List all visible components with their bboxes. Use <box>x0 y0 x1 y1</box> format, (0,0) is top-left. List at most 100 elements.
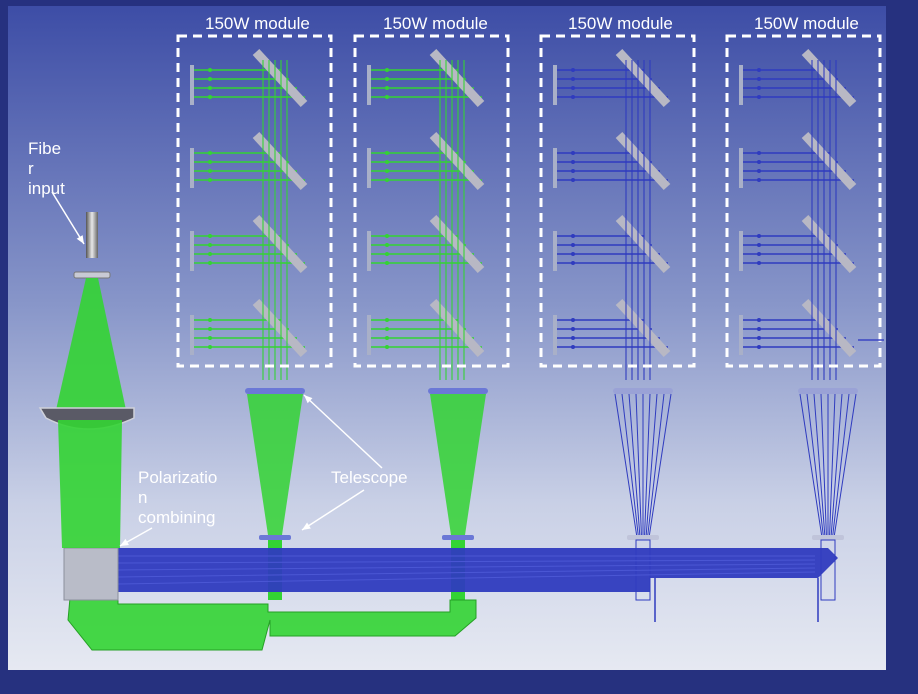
collimator-lens <box>757 68 761 72</box>
telescope-ray <box>813 393 826 536</box>
telescope-beam-cone <box>247 394 303 535</box>
telescope-arrow-lower-head <box>302 522 311 530</box>
laser-row <box>553 214 671 274</box>
collimator-lens <box>208 77 212 81</box>
turning-mirror <box>801 298 857 358</box>
collimator-lens <box>757 318 761 322</box>
collimator-lens <box>571 160 575 164</box>
telescope-ray <box>799 393 823 536</box>
telescope-ray <box>820 393 827 536</box>
diode-mount <box>739 231 743 271</box>
turning-mirror <box>615 48 671 108</box>
collimator-lens <box>757 252 761 256</box>
telescope-beam-cone <box>430 394 486 535</box>
collimator-lens <box>208 234 212 238</box>
turning-mirror <box>429 48 485 108</box>
collimated-beam <box>58 420 122 548</box>
laser-row <box>739 131 857 191</box>
fiber-connector <box>86 212 98 258</box>
diode-mount <box>190 65 194 105</box>
telescope-ray <box>648 393 672 536</box>
diode-mount <box>553 231 557 271</box>
diode-mount <box>367 148 371 188</box>
telescope-lens-bottom <box>812 535 844 540</box>
module-1 <box>176 34 333 600</box>
collimator-lens <box>757 169 761 173</box>
collimator-lens <box>571 151 575 155</box>
telescope-ray <box>833 393 857 536</box>
collimator-lens <box>385 336 389 340</box>
turning-mirror <box>429 298 485 358</box>
telescope-arrow-lower <box>301 489 365 531</box>
diode-mount <box>739 148 743 188</box>
collimator-lens <box>757 77 761 81</box>
collimator-lens <box>385 345 389 349</box>
diode-mount <box>739 315 743 355</box>
green-beam-outline <box>67 597 477 651</box>
collimator-lens <box>571 261 575 265</box>
telescope-lens-top <box>245 388 305 394</box>
diode-mount <box>553 148 557 188</box>
collimator-lens <box>571 77 575 81</box>
diode-mount <box>553 65 557 105</box>
blue-beam-ray <box>117 559 816 564</box>
collimator-lens <box>208 252 212 256</box>
collimator-lens <box>757 95 761 99</box>
module-border <box>176 34 333 368</box>
collimator-lens <box>571 327 575 331</box>
telescope-lens-top <box>798 388 858 394</box>
telescope-ray <box>829 393 836 536</box>
laser-row <box>190 214 308 274</box>
collimator-lens <box>757 261 761 265</box>
telescope-ray <box>806 393 824 536</box>
collimator-lens <box>208 68 212 72</box>
telescope-lens-bottom <box>442 535 474 540</box>
collimator-lens <box>571 178 575 182</box>
turning-mirror <box>615 298 671 358</box>
laser-row <box>739 214 857 274</box>
laser-row <box>367 214 485 274</box>
diode-mount <box>367 231 371 271</box>
telescope-ray <box>614 393 638 536</box>
collimator-lens <box>757 151 761 155</box>
telescope-lens-top <box>428 388 488 394</box>
collimator-lens <box>757 234 761 238</box>
collimator-lens <box>571 86 575 90</box>
turning-mirror <box>801 214 857 274</box>
telescope-lens-bottom <box>259 535 291 540</box>
main-layer <box>38 191 884 651</box>
module-3 <box>539 34 696 601</box>
collimator-lens <box>208 151 212 155</box>
blue-beam-ray <box>117 567 816 578</box>
turning-mirror <box>801 131 857 191</box>
collimator-lens <box>757 336 761 340</box>
telescope-ray <box>832 393 850 536</box>
collimator-lens <box>208 95 212 99</box>
fiber-input-arrow <box>51 191 85 245</box>
collimator-lens <box>385 77 389 81</box>
collimator-lens <box>385 234 389 238</box>
module-border <box>539 34 696 368</box>
green-combined-beam <box>68 598 476 650</box>
laser-row <box>739 298 857 358</box>
collimator-lens <box>757 160 761 164</box>
module-title-4: 150W module <box>754 14 859 33</box>
diode-mount <box>367 315 371 355</box>
telescope-arrow-upper-head <box>304 395 313 404</box>
collimator-lens <box>208 86 212 90</box>
telescope-ray <box>830 393 843 536</box>
collimator-lens <box>208 318 212 322</box>
collimator-lens <box>571 252 575 256</box>
polarization-combining-label: Polarizatio n combining <box>138 468 218 527</box>
telescope-ray <box>647 393 665 536</box>
diode-mount <box>190 315 194 355</box>
collimator-lens <box>571 95 575 99</box>
module-4 <box>725 34 882 601</box>
turning-mirror <box>429 214 485 274</box>
collimator-lens <box>757 345 761 349</box>
telescope-ray <box>645 393 658 536</box>
turning-mirror <box>252 214 308 274</box>
collimator-lens <box>571 243 575 247</box>
